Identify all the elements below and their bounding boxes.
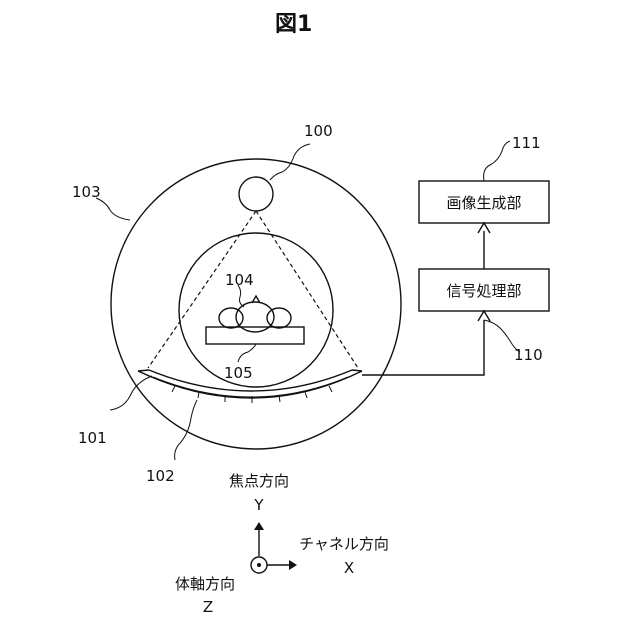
axis-y-letter: Y [253,496,264,514]
leader-105 [238,344,256,362]
label-100: 100 [304,122,333,140]
label-102: 102 [146,467,175,485]
bed [206,327,304,344]
image-generation-label: 画像生成部 [446,194,521,212]
axis-y-name: 焦点方向 [229,472,289,490]
leader-102 [175,400,197,460]
leader-100 [270,144,310,180]
arrowhead-up-icon-2 [478,311,490,321]
label-103: 103 [72,183,101,201]
axis-z-dot [257,563,261,567]
signal-processing-label: 信号処理部 [446,282,521,300]
leader-101 [110,376,152,410]
bore-circle [179,233,333,387]
label-105: 105 [224,364,253,382]
label-104: 104 [225,271,254,289]
label-110: 110 [514,346,543,364]
label-101: 101 [78,429,107,447]
axis-z-name: 体軸方向 [175,575,235,593]
leader-103 [96,198,130,220]
gantry-circle [111,159,401,449]
detector-to-signal-line [362,320,484,375]
leader-111 [484,141,510,181]
axis-x-arrowhead-icon [289,560,297,570]
axis-z-letter: Z [203,598,213,616]
axis-y-arrowhead-icon [254,522,264,530]
axis-x-letter: X [344,559,354,577]
x-ray-source-icon [239,177,273,211]
label-111: 111 [512,134,541,152]
figure-title: 図1 [275,12,312,37]
axis-x-name: チャネル方向 [299,535,389,553]
